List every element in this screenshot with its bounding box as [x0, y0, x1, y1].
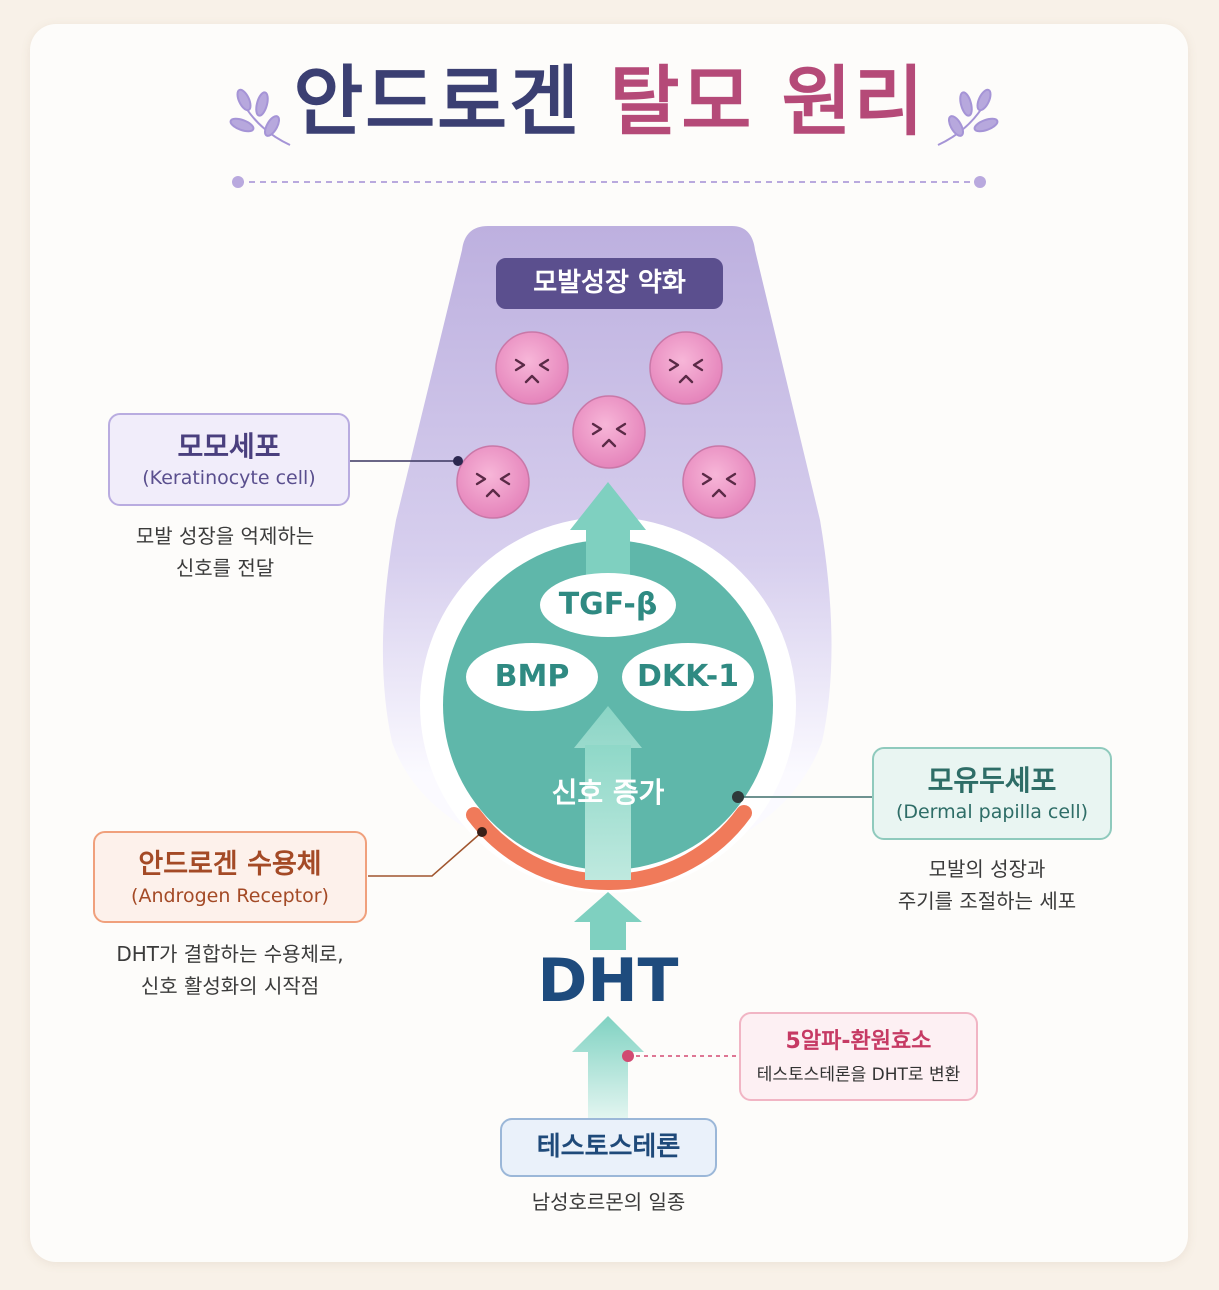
keratinocyte-name: 모모세포: [177, 430, 281, 463]
dermal-papilla-cell: [443, 540, 773, 870]
androgen-receptor-desc-line: DHT가 결합하는 수용체로,: [116, 942, 344, 966]
receptor-arc: [466, 805, 752, 891]
page-title: 안드로겐 탈모 원리: [0, 52, 1219, 152]
testosterone-label-box: 테스토스테론: [500, 1118, 717, 1177]
enzyme-label-box: 5알파-환원효소 테스토스테론을 DHT로 변환: [739, 1012, 978, 1101]
androgen-receptor-name-en: (Androgen Receptor): [131, 885, 329, 907]
signal-oval-tgf: [540, 573, 676, 637]
signal-label-dkk: DKK-1: [636, 659, 740, 694]
signal-arrow-shaft: [585, 745, 631, 880]
enzyme-name: 5알파-환원효소: [785, 1029, 932, 1054]
arrow-up-icon: [574, 892, 642, 950]
dermal-papilla-label-box: 모유두세포 (Dermal papilla cell): [872, 747, 1112, 840]
androgen-receptor-label-box: 안드로겐 수용체 (Androgen Receptor): [93, 831, 367, 923]
arrow-up-icon: [572, 1016, 644, 1118]
keratinocyte-desc-line: 신호를 전달: [175, 556, 275, 580]
dht-label: DHT: [537, 946, 679, 1016]
dermal-papilla-desc-line: 모발의 성장과: [928, 857, 1046, 881]
dermal-papilla-desc-line: 주기를 조절하는 세포: [897, 889, 1077, 913]
leaf-sprig-icon: [229, 88, 291, 146]
keratinocyte-cell: [649, 331, 723, 405]
leaf-sprig-icon: [937, 88, 999, 146]
signal-oval-bmp: [466, 643, 598, 711]
androgen-receptor-name: 안드로겐 수용체: [138, 849, 322, 880]
androgen-receptor-desc-line: 신호 활성화의 시작점: [140, 974, 320, 998]
signal-label-bmp: BMP: [494, 659, 570, 694]
keratinocyte-name-en: (Keratinocyte cell): [142, 467, 316, 489]
testosterone-name: 테스토스테론: [536, 1132, 681, 1162]
signal-oval-dkk: [622, 643, 754, 711]
keratinocyte-cell: [495, 331, 569, 405]
signal-increase-label: 신호 증가: [551, 776, 665, 809]
dermal-papilla-name: 모유두세포: [927, 764, 1057, 797]
keratinocyte-desc-line: 모발 성장을 억제하는: [135, 524, 315, 548]
keratinocyte-label-box: 모모세포 (Keratinocyte cell): [108, 413, 350, 506]
dermal-papilla-name-en: (Dermal papilla cell): [895, 801, 1089, 823]
title-part-rose: 탈모 원리: [609, 57, 926, 146]
papilla-connector: [732, 791, 872, 803]
title-part-dark: 안드로겐: [293, 57, 582, 146]
keratinocyte-cell: [682, 445, 756, 519]
arrow-up-icon: [570, 482, 646, 580]
androgen-receptor-description: DHT가 결합하는 수용체로, 신호 활성화의 시작점: [90, 938, 370, 1002]
keratinocyte-connector: [350, 456, 463, 466]
keratinocyte-cell: [456, 445, 530, 519]
signal-label-tgf: TGF-β: [558, 587, 658, 622]
keratinocyte-cell: [572, 395, 646, 469]
growth-weakening-label: 모발성장 약화: [533, 268, 686, 298]
dermal-papilla-description: 모발의 성장과 주기를 조절하는 세포: [862, 853, 1112, 917]
growth-weakening-banner: 모발성장 약화: [496, 258, 723, 309]
enzyme-connector: [622, 1050, 740, 1062]
keratinocyte-description: 모발 성장을 억제하는 신호를 전달: [100, 520, 350, 584]
title-divider: [232, 176, 986, 188]
receptor-connector: [368, 827, 487, 877]
enzyme-desc: 테스토스테론을 DHT로 변환: [756, 1065, 961, 1085]
testosterone-description: 남성호르몬의 일종: [531, 1190, 686, 1214]
